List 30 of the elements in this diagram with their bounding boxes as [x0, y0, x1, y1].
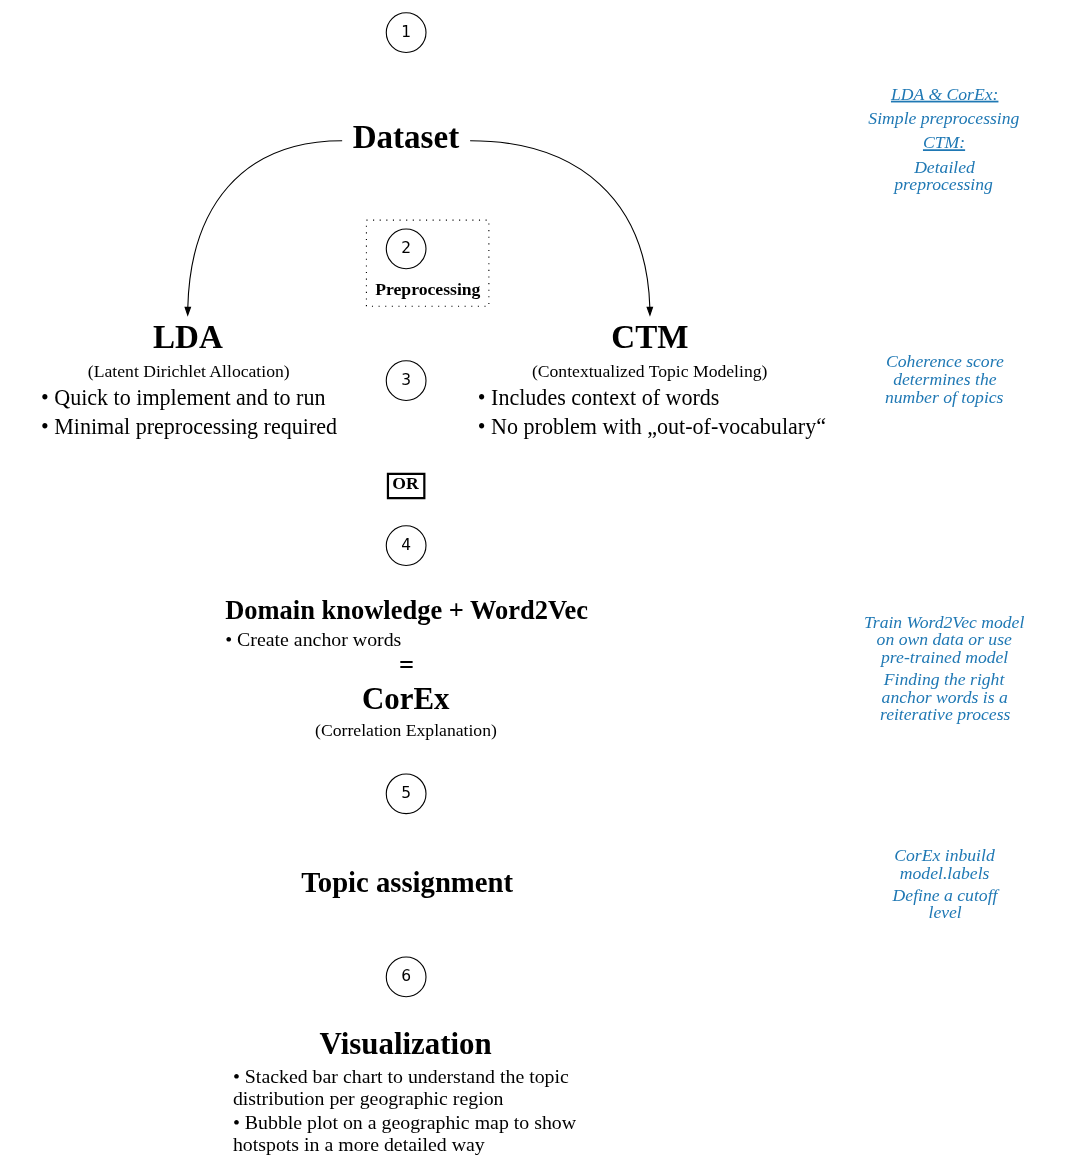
- label: Detailed preprocessing: [894, 156, 993, 195]
- label: Train Word2Vec model on own data or use pre-trained model: [863, 611, 1025, 667]
- label: (Correlation Explanation): [315, 719, 497, 740]
- label: • Create anchor words: [225, 627, 402, 650]
- node-circle: 1: [385, 12, 427, 53]
- node-box: OR: [386, 472, 426, 500]
- node-text: Dataset: [352, 118, 460, 155]
- label: Domain knowledge + Word2Vec: [225, 595, 589, 626]
- node-circle: 4: [385, 525, 427, 566]
- node-circle: 3: [385, 360, 427, 402]
- label: CorEx: [362, 680, 450, 716]
- label: LDA & CorEx:: [890, 83, 999, 104]
- label: CTM:: [922, 132, 966, 153]
- label: CorEx inbuild model.labels: [894, 844, 995, 883]
- label: • Stacked bar chart to understand the topic distribution per geographic region: [232, 1064, 569, 1109]
- label: • Bubble plot on a geographic map to show hotspots in a more detailed way: [232, 1111, 577, 1156]
- node-text: CTM (Contextualized Topic Modeling) • Includes context of words • No problem with „out-of-vocabulary“: [477, 318, 826, 439]
- arrow: [184, 140, 343, 317]
- node-circle: 2: [385, 228, 427, 270]
- label: Topic assignment: [301, 865, 513, 898]
- node-circle: 5: [385, 773, 427, 815]
- label: Simple preprocessing: [868, 107, 1020, 128]
- label: Coherence score determines the number of topics: [884, 351, 1004, 407]
- arrow: [469, 140, 654, 317]
- label: Finding the right anchor words is a reiterative process: [879, 668, 1011, 725]
- label: Visualization: [319, 1026, 492, 1062]
- node-circle: 6: [385, 956, 427, 998]
- label: =: [398, 650, 415, 681]
- label: Define a cutoff level: [892, 884, 998, 923]
- node-text: LDA (Latent Dirichlet Allocation) • Quick to implement and to run • Minimal preprocessing required: [41, 318, 338, 439]
